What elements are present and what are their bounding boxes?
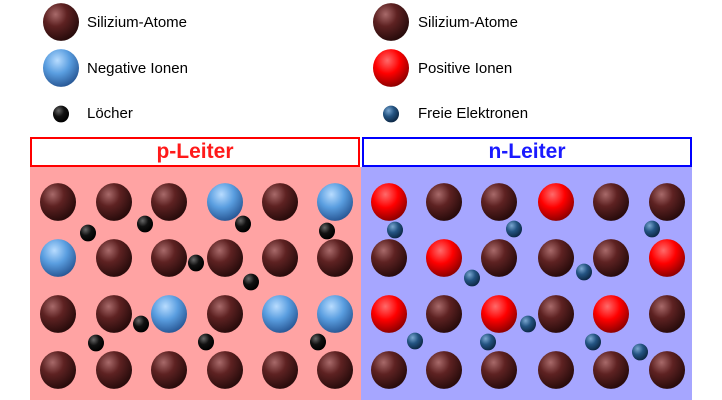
negative-ion-icon: [317, 183, 353, 221]
free-electron-icon: [585, 333, 601, 351]
silicon-atom-icon: [43, 3, 79, 41]
free-electron-icon: [644, 220, 660, 238]
hole-icon: [88, 334, 104, 352]
negative-ion-icon: [151, 295, 187, 333]
free-electron-icon: [576, 263, 592, 281]
negative-ion-icon: [207, 183, 243, 221]
hole-icon: [188, 254, 204, 272]
hole-icon: [80, 224, 96, 242]
n-leiter-header: n-Leiter: [362, 137, 692, 167]
positive-ion-icon: [373, 49, 409, 87]
silicon-atom-icon: [40, 183, 76, 221]
positive-ion-icon: [371, 183, 407, 221]
legend-label-free-electrons: Freie Elektronen: [418, 105, 529, 122]
silicon-atom-icon: [151, 351, 187, 389]
free-electron-icon: [632, 343, 648, 361]
positive-ion-icon: [538, 183, 574, 221]
silicon-atom-icon: [371, 239, 407, 277]
free-electron-icon: [407, 332, 423, 350]
hole-icon: [319, 222, 335, 240]
hole-icon: [137, 215, 153, 233]
hole-icon: [243, 273, 259, 291]
silicon-atom-icon: [262, 239, 298, 277]
silicon-atom-icon: [262, 351, 298, 389]
negative-ion-icon: [40, 239, 76, 277]
silicon-atom-icon: [649, 183, 685, 221]
legend-label-positive-ions: Positive Ionen: [418, 60, 513, 77]
silicon-atom-icon: [96, 295, 132, 333]
legend-label-negative-ions: Negative Ionen: [87, 60, 188, 77]
silicon-atom-icon: [481, 351, 517, 389]
hole-icon: [53, 105, 69, 123]
free-electron-icon: [464, 269, 480, 287]
silicon-atom-icon: [481, 183, 517, 221]
positive-ion-icon: [593, 295, 629, 333]
silicon-atom-icon: [371, 351, 407, 389]
silicon-atom-icon: [96, 239, 132, 277]
silicon-atom-icon: [207, 295, 243, 333]
silicon-atom-icon: [40, 351, 76, 389]
silicon-atom-icon: [481, 239, 517, 277]
silicon-atom-icon: [593, 239, 629, 277]
silicon-atom-icon: [317, 239, 353, 277]
silicon-atom-icon: [593, 351, 629, 389]
positive-ion-icon: [649, 239, 685, 277]
positive-ion-icon: [426, 239, 462, 277]
silicon-atom-icon: [373, 3, 409, 41]
silicon-atom-icon: [151, 183, 187, 221]
silicon-atom-icon: [649, 351, 685, 389]
free-electron-icon: [520, 315, 536, 333]
silicon-atom-icon: [262, 183, 298, 221]
hole-icon: [198, 333, 214, 351]
n-leiter-panel: [361, 167, 692, 400]
free-electron-icon: [506, 220, 522, 238]
silicon-atom-icon: [538, 295, 574, 333]
positive-ion-icon: [371, 295, 407, 333]
negative-ion-icon: [317, 295, 353, 333]
silicon-atom-icon: [207, 351, 243, 389]
hole-icon: [235, 215, 251, 233]
hole-icon: [310, 333, 326, 351]
hole-icon: [133, 315, 149, 333]
silicon-atom-icon: [426, 183, 462, 221]
legend-label-si-right: Silizium-Atome: [418, 14, 519, 31]
silicon-atom-icon: [538, 239, 574, 277]
silicon-atom-icon: [593, 183, 629, 221]
p-leiter-panel: [30, 167, 361, 400]
silicon-atom-icon: [426, 295, 462, 333]
silicon-atom-icon: [151, 239, 187, 277]
silicon-atom-icon: [426, 351, 462, 389]
silicon-atom-icon: [96, 183, 132, 221]
silicon-atom-icon: [649, 295, 685, 333]
silicon-atom-icon: [96, 351, 132, 389]
free-electron-icon: [383, 105, 399, 123]
free-electron-icon: [480, 333, 496, 351]
p-leiter-header: p-Leiter: [30, 137, 360, 167]
silicon-atom-icon: [317, 351, 353, 389]
silicon-atom-icon: [207, 239, 243, 277]
positive-ion-icon: [481, 295, 517, 333]
negative-ion-icon: [262, 295, 298, 333]
legend-label-holes: Löcher: [87, 105, 133, 122]
legend-label-si-left: Silizium-Atome: [87, 14, 188, 31]
free-electron-icon: [387, 221, 403, 239]
silicon-atom-icon: [40, 295, 76, 333]
silicon-atom-icon: [538, 351, 574, 389]
negative-ion-icon: [43, 49, 79, 87]
